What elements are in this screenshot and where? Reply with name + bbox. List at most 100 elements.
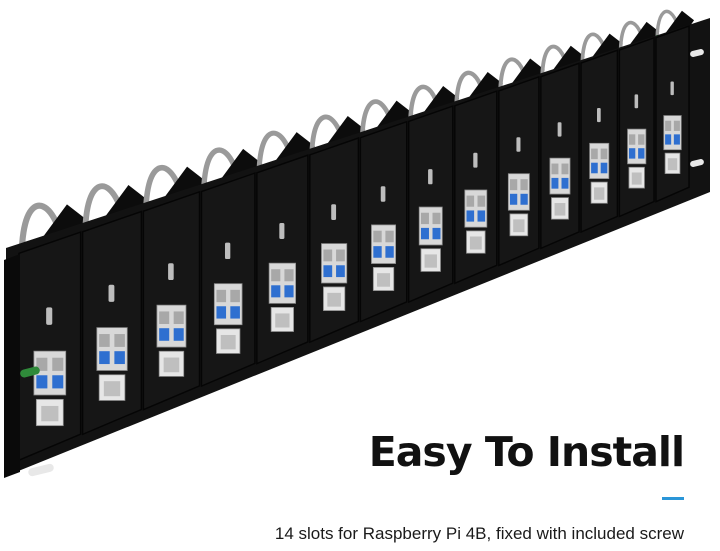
led-window <box>46 307 53 325</box>
led-window <box>670 81 674 96</box>
accent-divider <box>662 497 684 500</box>
usb3-port <box>673 134 680 145</box>
slot-faceplate <box>309 137 360 344</box>
ethernet-opening <box>469 236 482 250</box>
usb3-port <box>385 246 394 258</box>
led-window <box>108 284 115 302</box>
slot-faceplate <box>618 36 655 218</box>
usb-port <box>230 289 240 303</box>
slot-faceplate <box>655 25 690 203</box>
usb3-port <box>216 306 227 319</box>
usb-port <box>432 212 441 225</box>
usb3-port <box>477 210 486 222</box>
usb-port <box>509 179 518 191</box>
usb-port <box>336 249 345 262</box>
ethernet-opening <box>424 254 437 268</box>
ethernet-opening <box>41 405 59 422</box>
usb-port <box>628 134 636 145</box>
led-window <box>279 222 285 240</box>
ethernet-opening <box>667 158 678 171</box>
ethernet-opening <box>631 172 642 185</box>
usb-port <box>284 269 294 282</box>
ethernet-opening <box>275 313 290 328</box>
led-window <box>473 152 478 168</box>
usb-port <box>673 120 680 131</box>
led-window <box>634 94 639 109</box>
usb3-port <box>336 265 345 278</box>
usb-port <box>323 249 333 262</box>
usb-port <box>665 120 672 131</box>
usb-port <box>159 311 170 325</box>
usb-port <box>99 334 110 347</box>
front-panel <box>4 18 710 478</box>
usb-port <box>591 148 598 160</box>
mounting-hole <box>20 366 40 378</box>
usb-port <box>173 311 184 325</box>
ethernet-opening <box>377 273 391 287</box>
usb-port <box>561 163 569 175</box>
usb-port <box>520 179 528 191</box>
ethernet-opening <box>163 357 180 373</box>
usb-port <box>373 230 382 243</box>
usb3-port <box>114 351 125 365</box>
caption-text: 14 slots for Raspberry Pi 4B, fixed with… <box>274 524 684 543</box>
ethernet-opening <box>327 292 341 307</box>
usb3-port <box>271 285 281 298</box>
ethernet-opening <box>594 187 605 200</box>
led-window <box>516 137 521 152</box>
usb3-port <box>323 265 333 278</box>
mounting-hole <box>690 159 704 167</box>
led-window <box>380 186 386 202</box>
usb3-port <box>99 351 110 365</box>
led-window <box>331 204 337 220</box>
usb3-port <box>52 375 64 389</box>
mounting-hole <box>28 463 54 477</box>
slot-faceplate <box>81 210 143 436</box>
usb3-port <box>36 375 48 389</box>
usb-port <box>477 195 486 207</box>
slot-faceplate <box>498 75 540 267</box>
slot-faceplate <box>142 190 201 411</box>
usb3-port <box>665 134 672 145</box>
slot-faceplate <box>200 172 256 388</box>
usb-port <box>551 163 559 175</box>
slot-faceplate <box>407 105 454 304</box>
slot-faceplate <box>580 49 619 234</box>
slot-faceplate <box>454 90 498 285</box>
usb3-port <box>509 193 518 205</box>
usb3-port <box>638 148 645 159</box>
slot-faceplate <box>540 62 580 250</box>
usb3-port <box>284 285 294 298</box>
ethernet-opening <box>554 203 566 216</box>
led-window <box>168 263 174 280</box>
mounting-hole <box>690 49 704 57</box>
usb-port <box>385 230 394 243</box>
usb3-port <box>466 210 475 222</box>
usb-port <box>271 269 281 282</box>
usb3-port <box>230 306 240 319</box>
led-window <box>224 242 231 260</box>
usb3-port <box>551 177 559 189</box>
usb-port <box>638 134 645 145</box>
usb-port <box>420 212 429 225</box>
ethernet-opening <box>220 334 236 350</box>
usb3-port <box>561 177 569 189</box>
usb3-port <box>373 246 382 258</box>
headline: Easy To Install <box>368 428 685 476</box>
ethernet-opening <box>513 219 525 233</box>
led-window <box>557 122 562 137</box>
usb-port <box>216 289 227 303</box>
usb-port <box>36 357 48 371</box>
usb3-port <box>159 328 170 341</box>
slot-faceplate <box>359 120 408 323</box>
usb-port <box>114 334 125 347</box>
usb3-port <box>420 227 429 240</box>
left-rack-ear <box>4 254 20 478</box>
usb-port <box>600 148 608 160</box>
usb3-port <box>173 328 184 341</box>
usb3-port <box>591 162 598 174</box>
usb-port <box>466 195 475 207</box>
usb3-port <box>520 193 528 205</box>
usb3-port <box>628 148 636 159</box>
